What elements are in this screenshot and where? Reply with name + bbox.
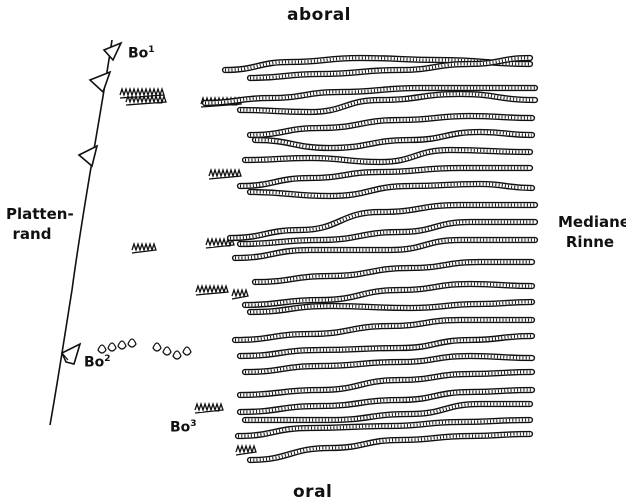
fibre-strand xyxy=(241,400,534,424)
label-bo2-base: Bo xyxy=(84,354,105,371)
label-plattenrand: Platten- rand xyxy=(6,205,74,244)
scale xyxy=(172,350,182,360)
spinelet-comb xyxy=(231,287,249,300)
fibre-core xyxy=(248,182,534,198)
fibre-strand xyxy=(241,280,536,309)
fibre-strand xyxy=(246,430,534,464)
label-bo2-index: 2 xyxy=(104,354,111,364)
fibre-strand xyxy=(231,316,536,344)
scale xyxy=(127,338,137,348)
scale xyxy=(182,346,192,356)
fibre-strand xyxy=(246,180,536,200)
fibre-core xyxy=(248,300,534,314)
scale xyxy=(152,342,162,352)
spinelet-clusters xyxy=(119,86,257,456)
fibre-strand xyxy=(201,84,539,107)
fibre-core xyxy=(238,388,534,414)
label-bo1: Bo1 xyxy=(128,46,155,61)
label-bo1-base: Bo xyxy=(128,45,149,62)
fibre-core xyxy=(243,354,534,374)
fibre-core xyxy=(236,418,532,438)
fibre-striation xyxy=(234,238,535,260)
fibre-strand xyxy=(236,90,539,116)
fibre-strand xyxy=(241,146,534,166)
fibre-strand xyxy=(236,368,536,399)
fibre-outline xyxy=(246,430,534,464)
scale-clusters xyxy=(97,338,192,360)
fibre-striation xyxy=(244,148,531,164)
label-bo2: Bo2 xyxy=(84,355,111,370)
fibre-bundles xyxy=(201,54,539,464)
spine-marginal-3 xyxy=(77,144,99,168)
fibre-core xyxy=(238,370,534,397)
fibre-strand xyxy=(246,54,534,82)
fibre-strand xyxy=(246,298,536,316)
spine-bo1 xyxy=(102,41,123,62)
fibre-striation xyxy=(239,334,533,358)
fibre-core xyxy=(243,402,532,422)
fibre-striation xyxy=(204,86,535,105)
fibre-strand xyxy=(236,332,536,360)
spinelet-comb xyxy=(208,167,242,180)
fibre-strand xyxy=(246,112,536,139)
label-oral: oral xyxy=(293,482,333,502)
fibre-strand xyxy=(236,164,534,190)
label-bo1-index: 1 xyxy=(148,45,155,55)
scale xyxy=(107,342,117,352)
fibre-striation xyxy=(239,92,536,114)
label-mediane-line2: Rinne xyxy=(565,232,615,251)
fibre-striation xyxy=(234,318,532,342)
label-aboral: aboral xyxy=(287,5,352,25)
label-mediane-rinne: Mediane Rinne xyxy=(558,213,626,252)
label-plattenrand-line1: Platten- xyxy=(6,205,74,223)
label-plattenrand-line2: rand xyxy=(12,224,52,243)
label-bo3: Bo3 xyxy=(170,420,197,435)
spinelet-comb xyxy=(195,283,229,296)
fibre-core xyxy=(253,260,534,284)
fibre-strand xyxy=(226,201,539,242)
spine-bo2 xyxy=(60,342,82,365)
spinelet-comb xyxy=(125,93,167,106)
spinelet-comb xyxy=(194,401,224,414)
fibre-striation xyxy=(229,203,535,240)
scale xyxy=(117,340,127,350)
fibre-striation xyxy=(254,130,533,150)
spinelet-comb xyxy=(205,236,235,249)
fibre-striation xyxy=(249,114,533,137)
label-bo3-base: Bo xyxy=(170,419,191,436)
fibre-strand xyxy=(241,352,536,376)
plate-margin-line xyxy=(49,39,113,426)
fibre-striation xyxy=(249,432,531,462)
fibre-core xyxy=(243,282,534,307)
spinelet-comb xyxy=(119,86,165,99)
fibre-strand xyxy=(251,258,536,286)
fibre-strand xyxy=(234,416,534,440)
fibre-strand xyxy=(231,236,539,262)
label-mediane-line1: Mediane xyxy=(558,213,626,231)
scale xyxy=(97,344,107,354)
fibre-strand xyxy=(236,218,539,248)
fibre-strand xyxy=(251,128,536,152)
spinelet-comb xyxy=(131,241,157,254)
spine-marginal-2 xyxy=(88,70,112,94)
fibre-core xyxy=(248,56,532,80)
label-bo3-index: 3 xyxy=(190,419,197,429)
fibre-striation xyxy=(239,166,530,188)
scale xyxy=(162,346,172,356)
spinelet-comb xyxy=(235,443,257,456)
fibre-strand xyxy=(236,386,536,416)
fibre-striation xyxy=(239,220,535,246)
